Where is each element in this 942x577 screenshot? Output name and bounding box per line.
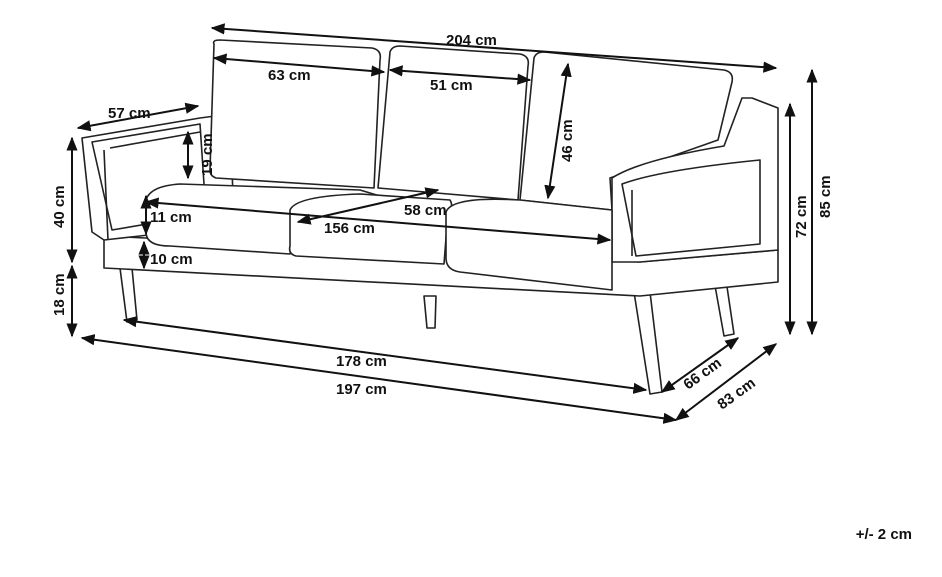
- label-back-cushion-height: 46 cm: [559, 119, 576, 162]
- leg-back-center: [423, 295, 437, 329]
- dimension-lines: [66, 23, 818, 424]
- dim-line-197: [80, 334, 678, 424]
- dim-line-51: [388, 65, 532, 85]
- label-base-height: 10 cm: [150, 251, 193, 268]
- label-outer-length: 197 cm: [336, 381, 387, 398]
- label-armrest-height: 72 cm: [793, 195, 810, 238]
- label-total-depth: 83 cm: [714, 374, 758, 413]
- leg-front-right: [633, 291, 663, 395]
- label-total-height: 85 cm: [817, 175, 834, 218]
- dim-line-46: [544, 62, 572, 200]
- label-seat-width: 156 cm: [324, 220, 375, 237]
- label-middle-back-cushion-width: 51 cm: [430, 77, 473, 94]
- label-left-back-cushion-width: 63 cm: [268, 67, 311, 84]
- tolerance-note: +/- 2 cm: [855, 526, 912, 543]
- dim-line-63: [212, 53, 386, 77]
- back-cushion-left: [209, 39, 382, 189]
- label-inner-length: 178 cm: [336, 353, 387, 370]
- dim-line-83: [674, 343, 778, 421]
- label-seat-height: 40 cm: [51, 185, 68, 228]
- dim-line-204: [210, 23, 778, 73]
- label-total-width: 204 cm: [446, 32, 497, 49]
- dim-line-57: [76, 102, 200, 132]
- label-leg-height: 18 cm: [51, 273, 68, 316]
- right-armrest: [611, 97, 779, 263]
- dim-line-156: [144, 197, 612, 245]
- leg-front-left: [119, 267, 138, 323]
- label-armrest-depth: 57 cm: [108, 105, 151, 122]
- back-cushion-middle: [377, 45, 530, 201]
- label-seat-thickness: 11 cm: [150, 209, 192, 226]
- label-seat-cushion-depth: 58 cm: [404, 202, 447, 219]
- label-armrest-height-above-seat: 19 cm: [199, 133, 216, 176]
